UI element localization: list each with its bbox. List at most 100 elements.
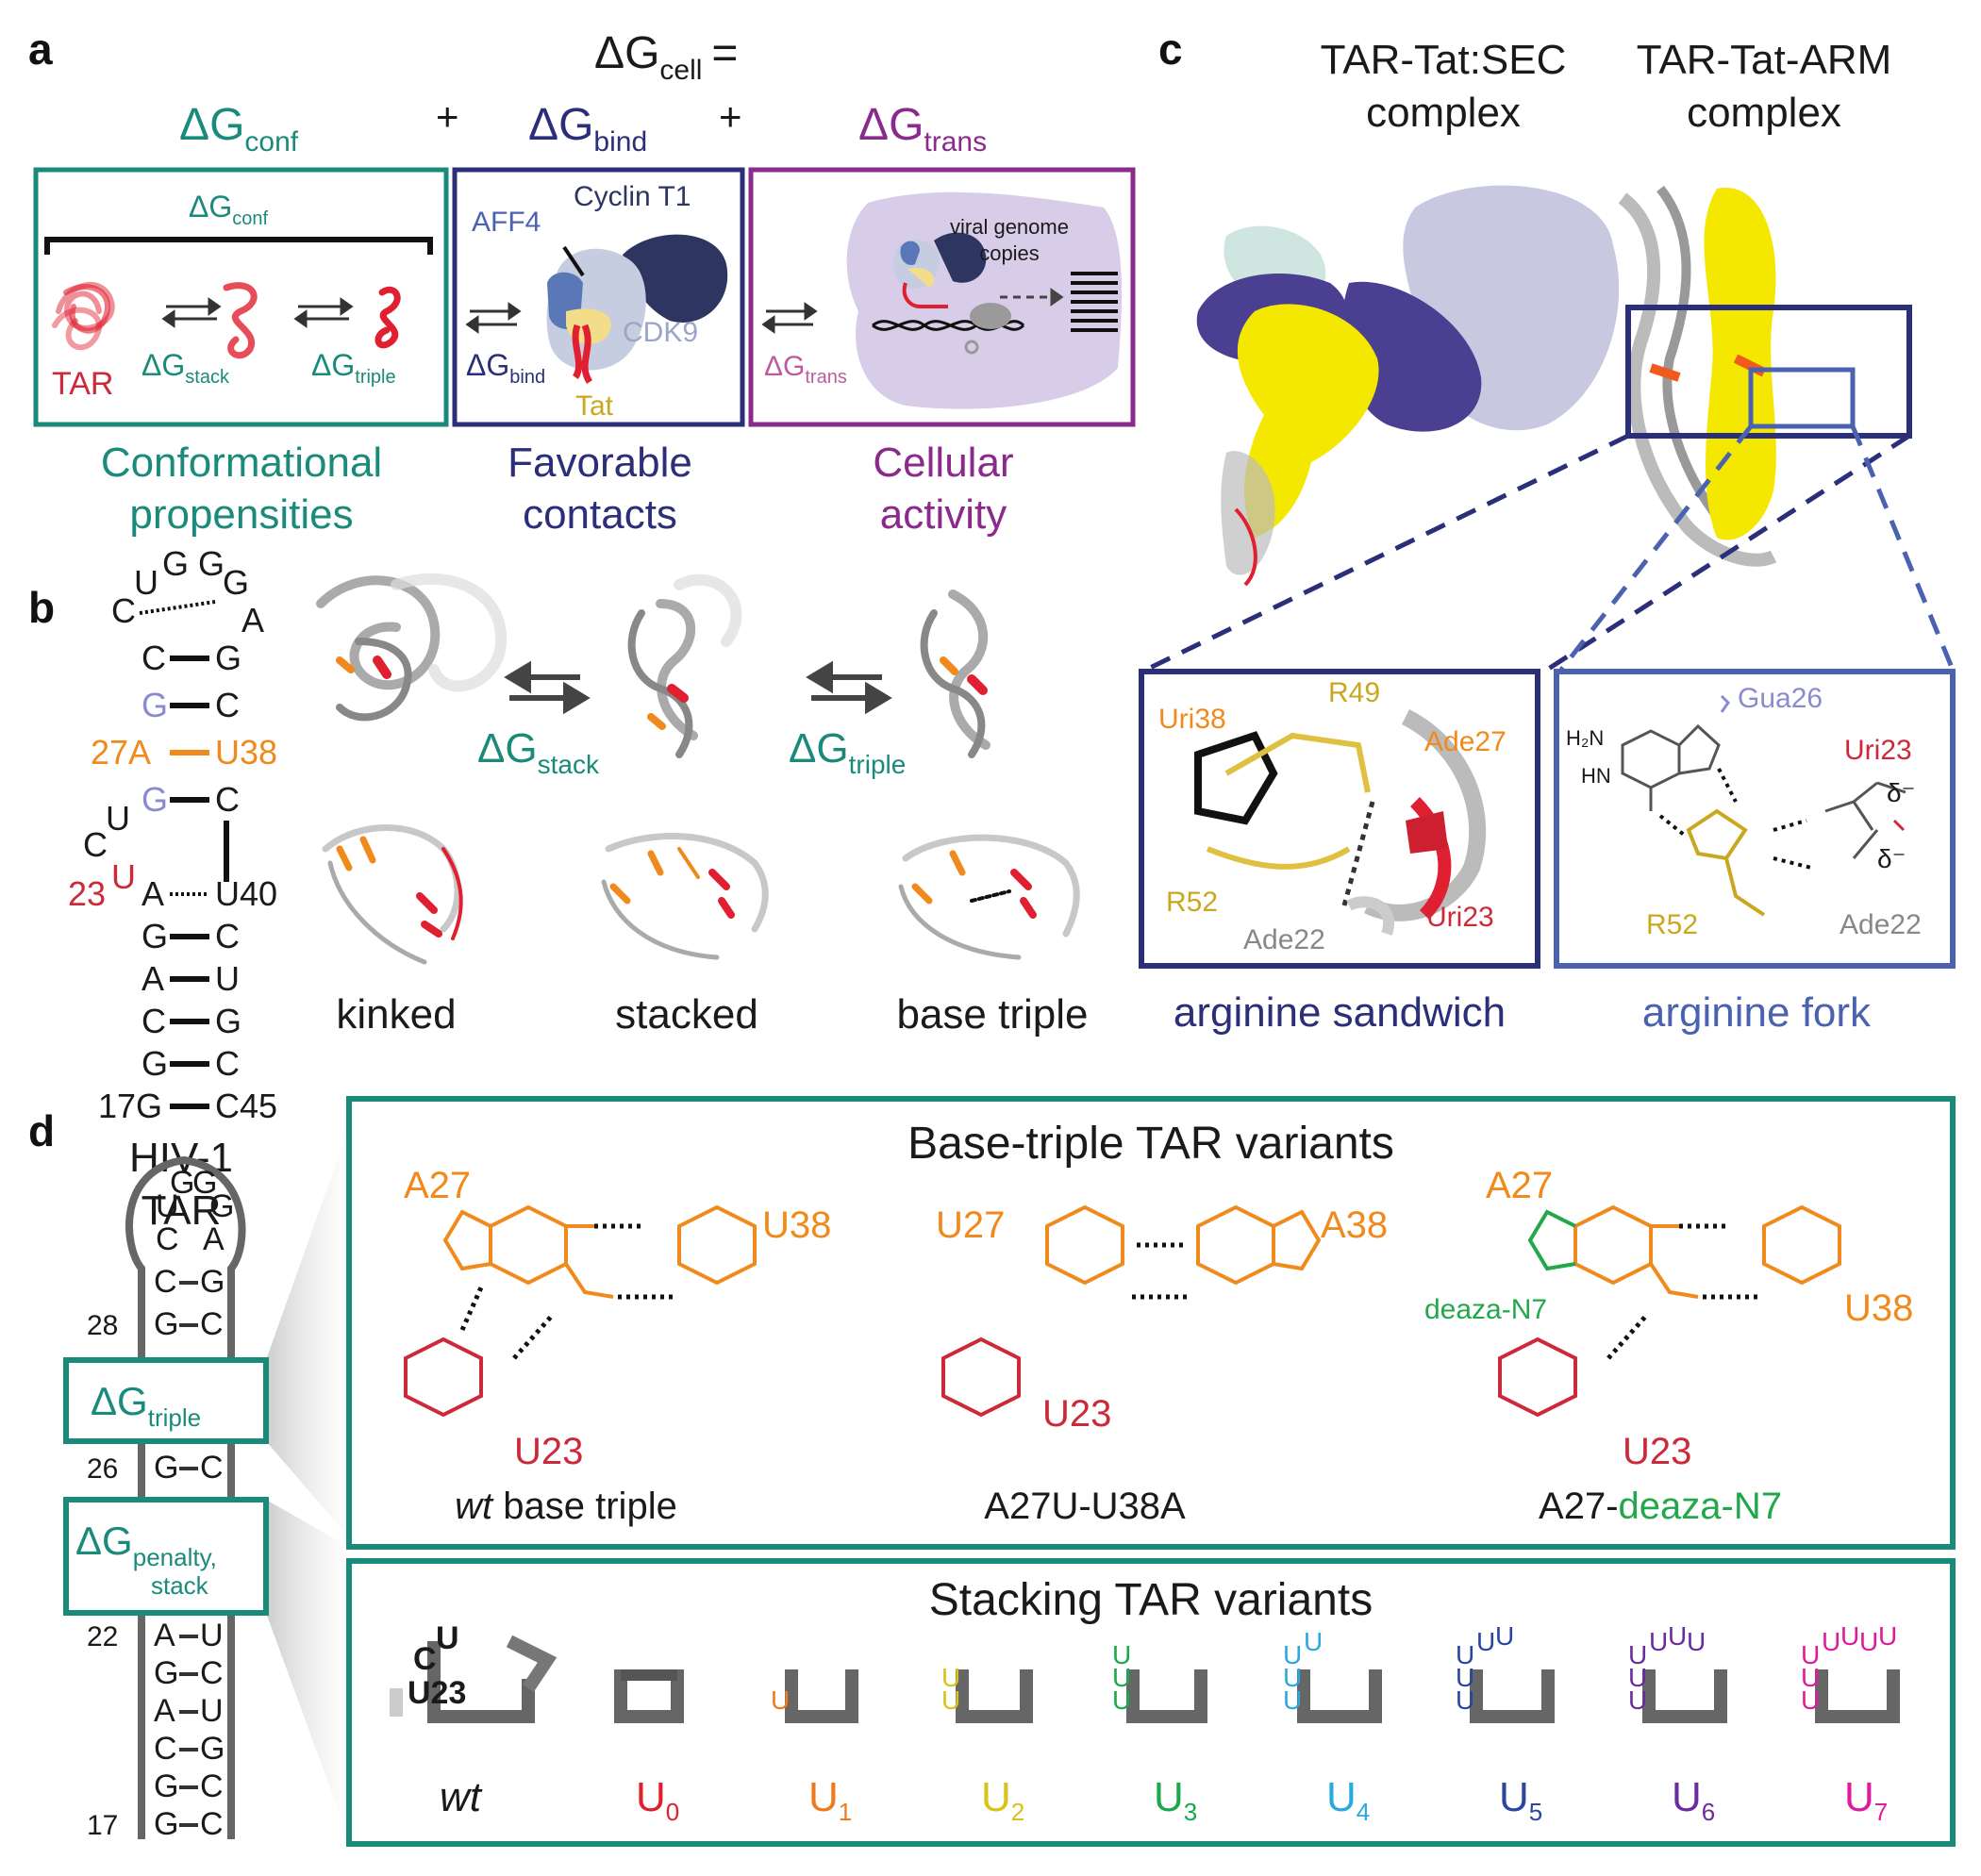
- hiv-title-2: TAR: [142, 1187, 222, 1234]
- cdk9-label: CDK9: [623, 317, 698, 348]
- fork-zoom-box: [1748, 367, 1856, 429]
- bt-title: Base-triple TAR variants: [907, 1119, 1394, 1169]
- aff4-label: AFF4: [472, 207, 541, 238]
- v3-u38: U38: [1844, 1287, 1913, 1329]
- lower-a2: A: [142, 959, 164, 998]
- d-bpair3-l: A: [154, 1693, 175, 1729]
- equilibrium-arrows-1: [161, 297, 354, 328]
- viral-label-1: viral genome: [950, 215, 1069, 239]
- caption-conf-2: propensities: [129, 491, 353, 538]
- d-bpair6-r: C: [200, 1806, 224, 1842]
- box-cellular-activity: ΔGtrans viral genome copies: [748, 167, 1136, 427]
- variant-label: U0: [636, 1774, 679, 1826]
- loop-a: A: [241, 601, 264, 639]
- d-dg-penalty-2: stack: [151, 1571, 209, 1600]
- d-pair26-l: G: [154, 1450, 178, 1486]
- panel-label-a: a: [28, 25, 53, 74]
- loop-g3: G: [223, 563, 249, 602]
- d-bpair5-r: C: [200, 1768, 224, 1804]
- lower-u40: U40: [215, 874, 277, 913]
- dg-triple-a: ΔGtriple: [311, 348, 396, 388]
- lower-c: C: [142, 1002, 166, 1040]
- uridine-glyph: U: [941, 1685, 960, 1715]
- base-triple-variants-box: Base-triple TAR variants A27 U38 U23 wt …: [346, 1096, 1956, 1550]
- stem-g2: G: [142, 780, 168, 819]
- uridine-glyph: U: [1687, 1627, 1706, 1656]
- d-loop-c: C: [156, 1221, 179, 1257]
- wt-a27: A27: [404, 1165, 471, 1206]
- wt-adenine-icon: [442, 1204, 614, 1299]
- sw-r52: R52: [1166, 887, 1218, 918]
- fork-gua26: Gua26: [1738, 683, 1823, 714]
- lower-c45: C45: [215, 1087, 277, 1125]
- v3-u23: U23: [1623, 1431, 1691, 1472]
- caption-conf-1: Conformational: [101, 440, 382, 486]
- d-pair1-l: C: [154, 1264, 177, 1300]
- lower-g2: G: [142, 1044, 168, 1083]
- state-kinked: kinked: [336, 991, 456, 1038]
- d-bpair3-r: U: [200, 1693, 224, 1729]
- fork-ade22: Ade22: [1840, 909, 1922, 940]
- d-bpair4-r: G: [200, 1731, 225, 1767]
- v2-u23: U23: [1042, 1393, 1111, 1435]
- d-bpair4-l: C: [154, 1731, 177, 1767]
- st-wt-u: U: [436, 1620, 459, 1656]
- d-loop-g3: G: [209, 1188, 234, 1224]
- arginine-fork-box: [1554, 669, 1956, 969]
- eq-cell: ΔGcell=: [594, 28, 738, 86]
- sw-r49: R49: [1328, 677, 1380, 708]
- zoom-line-1: [1144, 433, 1630, 672]
- dashed-arrow-icon: [1000, 288, 1064, 307]
- v2-u27: U27: [936, 1204, 1005, 1246]
- loop-g2: G: [198, 544, 225, 583]
- term-bind: ΔGbind: [528, 100, 647, 158]
- caption-sandwich: arginine sandwich: [1174, 989, 1506, 1036]
- uridine-glyph: U: [1668, 1621, 1687, 1651]
- d-loop-a: A: [203, 1221, 225, 1257]
- d-bpair2-l: G: [154, 1655, 178, 1691]
- zoom-line-2: [1545, 433, 1911, 672]
- uridine-glyph: U: [1112, 1640, 1131, 1669]
- state-stacked: stacked: [615, 991, 758, 1038]
- uridine-glyph: U: [1283, 1685, 1302, 1715]
- sec-complex-icon: [546, 234, 728, 384]
- uridine-glyph: U: [1801, 1685, 1820, 1715]
- st-wt-u23: U23: [408, 1675, 466, 1711]
- uridine-glyph: U: [1840, 1621, 1859, 1651]
- stem-c: C: [142, 639, 166, 677]
- d-bpair2-r: C: [200, 1655, 224, 1691]
- d-loop-g2: G: [192, 1165, 217, 1201]
- zoom-line-4: [1850, 425, 1956, 671]
- d-dg-triple: ΔGtriple: [91, 1379, 201, 1432]
- sec-title-2: complex: [1366, 90, 1521, 136]
- v2-caption: A27U-U38A: [984, 1486, 1186, 1527]
- bracket-label: ΔGconf: [189, 190, 269, 229]
- bulge-c: C: [83, 825, 108, 864]
- genome-copies-icon: [1071, 272, 1118, 332]
- bulge-u23: U: [111, 857, 136, 896]
- viral-label-2: copies: [979, 241, 1040, 265]
- uridine-glyph: U: [1801, 1663, 1820, 1692]
- kinked-zoom-icon: [322, 824, 463, 965]
- dna-icon: [872, 303, 1025, 355]
- dg-triple-b: ΔGtriple: [789, 725, 906, 779]
- uridine-glyph: U: [1304, 1627, 1323, 1656]
- uridine-glyph: U: [1822, 1627, 1840, 1656]
- uridine-glyph: U: [1628, 1685, 1647, 1715]
- st-title: Stacking TAR variants: [929, 1575, 1373, 1625]
- variant-label: U2: [981, 1774, 1024, 1826]
- uridine-glyph: U: [1859, 1627, 1878, 1656]
- v2-a38: A38: [1321, 1204, 1388, 1246]
- sw-ade22: Ade22: [1243, 924, 1325, 955]
- uridine-glyph: U: [1112, 1663, 1131, 1692]
- plus-2: +: [719, 94, 742, 139]
- state-base-triple: base triple: [896, 991, 1088, 1038]
- sw-uri23: Uri23: [1426, 902, 1494, 933]
- dg-stack-b: ΔGstack: [477, 725, 600, 779]
- uridine-glyph: U: [1283, 1663, 1302, 1692]
- sw-uri38: Uri38: [1158, 704, 1226, 735]
- caption-fork: arginine fork: [1642, 989, 1872, 1036]
- dg-trans-a: ΔGtrans: [764, 351, 847, 388]
